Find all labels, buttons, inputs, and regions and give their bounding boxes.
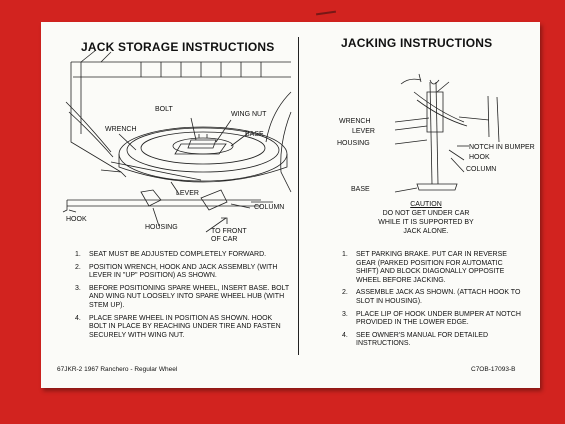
step-text: POSITION WRENCH, HOOK AND JACK ASSEMBLY … [89,263,278,280]
list-item: 3. PLACE LIP OF HOOK UNDER BUMPER AT NOTC… [342,311,522,328]
column-divider [298,37,299,355]
step-number: 3. [342,310,348,318]
label-wing-nut: WING NUT [231,111,267,118]
label-column: COLUMN [254,204,285,211]
caution-heading: CAUTION [410,201,442,208]
step-text: ASSEMBLE JACK AS SHOWN. (ATTACH HOOK TO … [356,289,521,305]
jack-storage-diagram [62,49,292,233]
step-text: SET PARKING BRAKE. PUT CAR IN REVERSE GE… [356,251,507,284]
caution-notice: CAUTION DO NOT GET UNDER CAR WHILE IT IS… [371,201,481,236]
step-number: 2. [75,263,81,271]
jack-storage-title: JACK STORAGE INSTRUCTIONS [81,40,275,54]
list-item: 3. BEFORE POSITIONING SPARE WHEEL, INSERT… [75,285,290,311]
list-item: 4. PLACE SPARE WHEEL IN POSITION AS SHOWN… [75,315,290,341]
list-item: 1. SET PARKING BRAKE. PUT CAR IN REVERSE … [342,251,522,285]
right-label-column: COLUMN [466,166,497,173]
step-number: 4. [75,314,81,322]
right-label-base: BASE [351,186,370,193]
step-number: 4. [342,331,348,339]
list-item: 1. SEAT MUST BE ADJUSTED COMPLETELY FORWA… [75,251,290,260]
label-base: BASE [245,131,264,138]
storage-steps-list: 1. SEAT MUST BE ADJUSTED COMPLETELY FORWA… [75,251,290,344]
step-text: SEE OWNER'S MANUAL FOR DETAILED INSTRUCT… [356,331,489,348]
jacking-steps-list: 1. SET PARKING BRAKE. PUT CAR IN REVERSE … [342,251,522,353]
step-text: PLACE LIP OF HOOK UNDER BUMPER AT NOTCH … [356,310,521,327]
list-item: 4. SEE OWNER'S MANUAL FOR DETAILED INSTRU… [342,332,522,349]
step-number: 2. [342,289,348,297]
right-label-wrench: WRENCH [339,118,371,125]
label-hook: HOOK [66,216,87,223]
step-text: PLACE SPARE WHEEL IN POSITION AS SHOWN. … [89,314,281,339]
right-label-notch: NOTCH IN BUMPER [469,144,535,151]
jacking-diagram [394,73,500,193]
instruction-card: JACK STORAGE INSTRUCTIONS JACKING INSTRU… [41,22,540,388]
label-lever: LEVER [176,190,199,197]
step-text: SEAT MUST BE ADJUSTED COMPLETELY FORWARD… [89,251,267,258]
right-label-housing: HOUSING [337,140,370,147]
surface-scuff [315,10,337,16]
label-housing: HOUSING [145,224,178,231]
step-number: 1. [75,251,81,258]
part-footer-left: 67JKR-2 1967 Ranchero - Regular Wheel [57,366,178,373]
right-label-lever: LEVER [352,128,375,135]
list-item: 2. ASSEMBLE JACK AS SHOWN. (ATTACH HOOK T… [342,289,522,306]
label-wrench: WRENCH [105,126,137,133]
jacking-title: JACKING INSTRUCTIONS [341,36,493,50]
step-text: BEFORE POSITIONING SPARE WHEEL, INSERT B… [89,284,290,309]
label-of-car: OF CAR [211,236,238,243]
step-number: 1. [342,251,348,258]
right-label-hook: HOOK [469,154,490,161]
label-bolt: BOLT [155,106,173,113]
label-to-front: TO FRONT [211,228,247,235]
list-item: 2. POSITION WRENCH, HOOK AND JACK ASSEMBL… [75,264,290,281]
step-number: 3. [75,284,81,292]
part-footer-right: C7OB-17093-B [471,366,516,373]
caution-body: DO NOT GET UNDER CAR WHILE IT IS SUPPORT… [378,210,474,235]
